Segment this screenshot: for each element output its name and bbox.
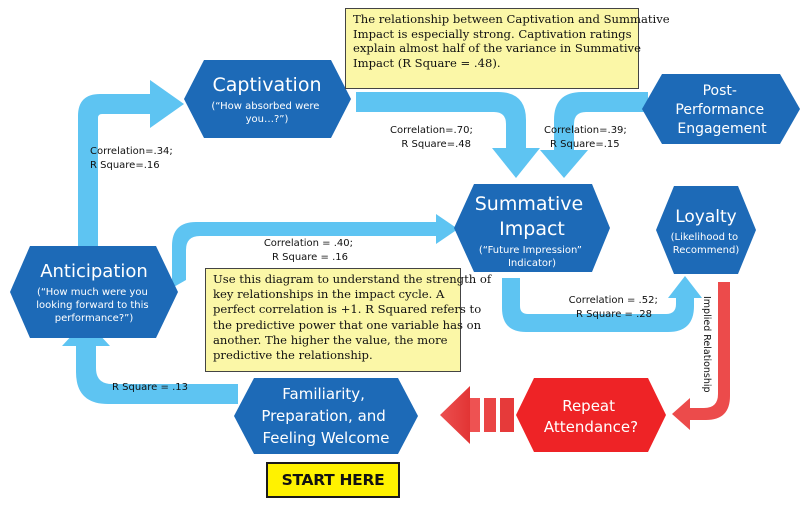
node-repeat-attendance: Repeat Attendance? [516,378,666,452]
summative-impact-subtitle: (“Future Impression” Indicator) [479,245,585,269]
note-line: predictive the relationship. [213,348,373,363]
note-how-to-use: Use this diagram to understand the stren… [205,268,492,372]
note-line: the predictive power that one variable h… [213,317,482,332]
node-post-performance-engagement: Post- Performance Engagement [642,74,800,144]
stat-anticipation-captivation: Correlation=.34; R Square=.16 [90,146,176,171]
start-here-label: START HERE [266,462,400,498]
note-line: Impact is especially strong. Captivation… [353,26,632,41]
post-performance-title: Post- Performance Engagement [675,83,768,137]
node-loyalty: Loyalty (Likelihood to Recommend) [656,186,756,274]
note-line: explain almost half of the variance in S… [353,41,641,56]
node-familiarity: Familiarity, Preparation, and Feeling We… [234,378,418,454]
stat-summative-loyalty: Correlation = .52; R Square = .28 [569,295,661,320]
node-summative-impact: Summative Impact (“Future Impression” In… [454,184,610,272]
implied-relationship-label: Implied Relationship [701,296,712,393]
node-anticipation: Anticipation (“How much were you looking… [10,246,178,338]
captivation-title: Captivation [213,74,322,96]
stat-captivation-summative: Correlation=.70; R Square=.48 [390,125,476,150]
arrow-anticipation-to-summative [172,214,458,288]
anticipation-title: Anticipation [40,261,148,282]
note-line: perfect correlation is +1. R Squared ref… [213,302,482,317]
captivation-subtitle: (“How absorbed were you…?”) [211,101,322,125]
stat-post-summative: Correlation=.39; R Square=.15 [544,125,630,150]
arrow-anticipation-to-captivation [78,80,184,248]
loyalty-title: Loyalty [675,207,737,227]
note-line: another. The higher the value, the more [213,332,448,347]
note-line: key relationships in the impact cycle. A [213,287,445,302]
note-captivation-summative: The relationship between Captivation and… [345,8,670,89]
note-line: Use this diagram to understand the stren… [213,272,492,286]
node-captivation: Captivation (“How absorbed were you…?”) [184,60,351,138]
arrow-post-to-summative [540,92,648,178]
arrow-captivation-to-summative [356,92,540,178]
note-line: Impact (R Square = .48). [353,55,501,70]
familiarity-title: Familiarity, Preparation, and Feeling We… [261,385,390,447]
arrow-summative-to-loyalty [502,276,702,332]
stat-familiarity-anticipation: R Square = .13 [112,382,188,393]
summative-impact-title: Summative Impact [475,193,589,240]
arrow-repeat-to-familiarity [440,386,514,444]
arrow-loyalty-to-repeat [672,282,730,430]
note-line: The relationship between Captivation and… [353,12,670,26]
anticipation-subtitle: (“How much were you looking forward to t… [36,287,152,324]
loyalty-subtitle: (Likelihood to Recommend) [671,232,742,256]
stat-anticipation-summative: Correlation = .40; R Square = .16 [264,238,356,263]
repeat-attendance-title: Repeat Attendance? [544,397,638,436]
